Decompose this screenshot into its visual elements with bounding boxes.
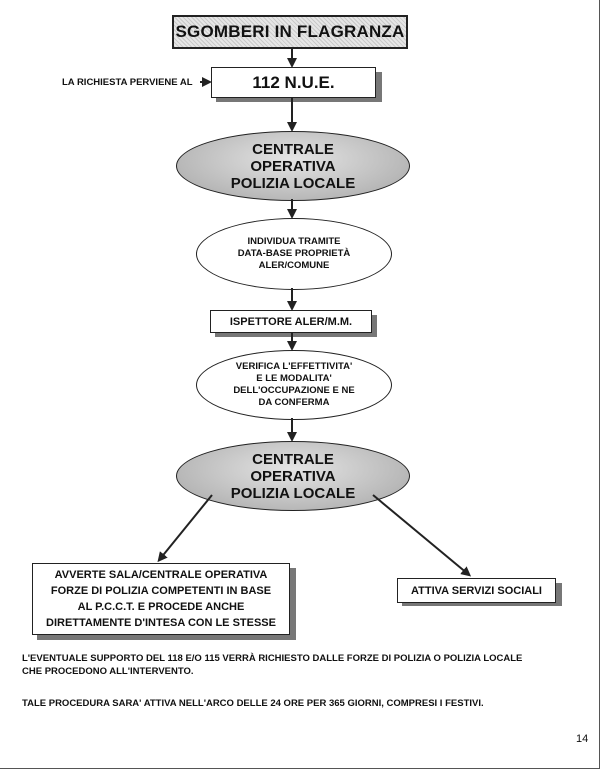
social-services-box: ATTIVA SERVIZI SOCIALI xyxy=(397,578,556,603)
identify-text: INDIVIDUA TRAMITE DATA-BASE PROPRIETÀ AL… xyxy=(237,236,351,271)
arrow-central-2-to-warns xyxy=(157,494,213,563)
verify-text: VERIFICA L'EFFETTIVITA' E LE MODALITA' D… xyxy=(233,361,355,408)
title-box: SGOMBERI IN FLAGRANZA xyxy=(172,15,408,49)
warns-text: AVVERTE SALA/CENTRALE OPERATIVA FORZE DI… xyxy=(46,569,276,629)
arrow-central-2-to-social xyxy=(372,494,472,577)
identify-ellipse: INDIVIDUA TRAMITE DATA-BASE PROPRIETÀ AL… xyxy=(196,218,392,290)
title-text: SGOMBERI IN FLAGRANZA xyxy=(175,22,405,41)
social-services-text: ATTIVA SERVIZI SOCIALI xyxy=(411,584,542,597)
note-procedure: TALE PROCEDURA SARA' ATTIVA NELL'ARCO DE… xyxy=(22,698,484,709)
note-support: L'EVENTUALE SUPPORTO DEL 118 E/O 115 VER… xyxy=(22,653,523,677)
verify-ellipse: VERIFICA L'EFFETTIVITA' E LE MODALITA' D… xyxy=(196,350,392,420)
inspector-text: ISPETTORE ALER/M.M. xyxy=(229,315,353,328)
page-number: 14 xyxy=(576,733,589,745)
central-operations-text-2: CENTRALE OPERATIVA POLIZIA LOCALE xyxy=(230,450,356,502)
central-operations-ellipse-2: CENTRALE OPERATIVA POLIZIA LOCALE xyxy=(176,441,410,511)
request-label: LA RICHIESTA PERVIENE AL xyxy=(62,77,193,88)
central-operations-text-1: CENTRALE OPERATIVA POLIZIA LOCALE xyxy=(230,140,356,192)
nue-box: 112 N.U.E. xyxy=(211,67,376,98)
nue-box-text: 112 N.U.E. xyxy=(252,72,335,92)
warns-box: AVVERTE SALA/CENTRALE OPERATIVA FORZE DI… xyxy=(32,563,290,635)
